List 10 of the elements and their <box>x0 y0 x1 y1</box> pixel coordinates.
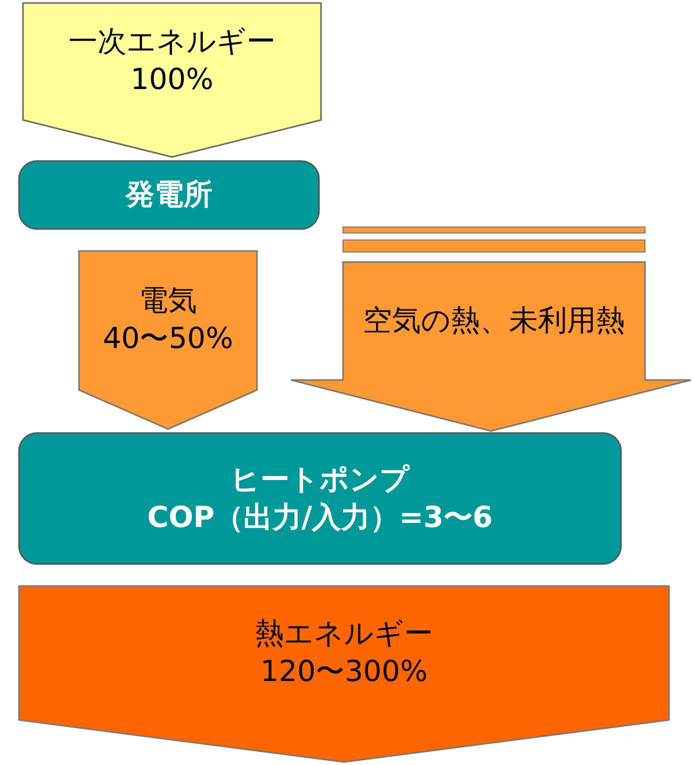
node-label: 電気 <box>139 282 197 320</box>
node-label: 熱エネルギー <box>255 614 433 652</box>
node-label: 100% <box>130 61 214 98</box>
node-label: 120〜300% <box>260 652 428 690</box>
node-label: COP（出力/入力）=3〜6 <box>147 498 493 536</box>
node-label: ヒートポンプ <box>230 460 410 498</box>
node-label: 空気の熱、未利用熱 <box>363 302 625 340</box>
node-label: 発電所 <box>126 176 212 214</box>
node-label: 40〜50% <box>102 320 234 357</box>
node-label: 一次エネルギー <box>68 23 276 60</box>
